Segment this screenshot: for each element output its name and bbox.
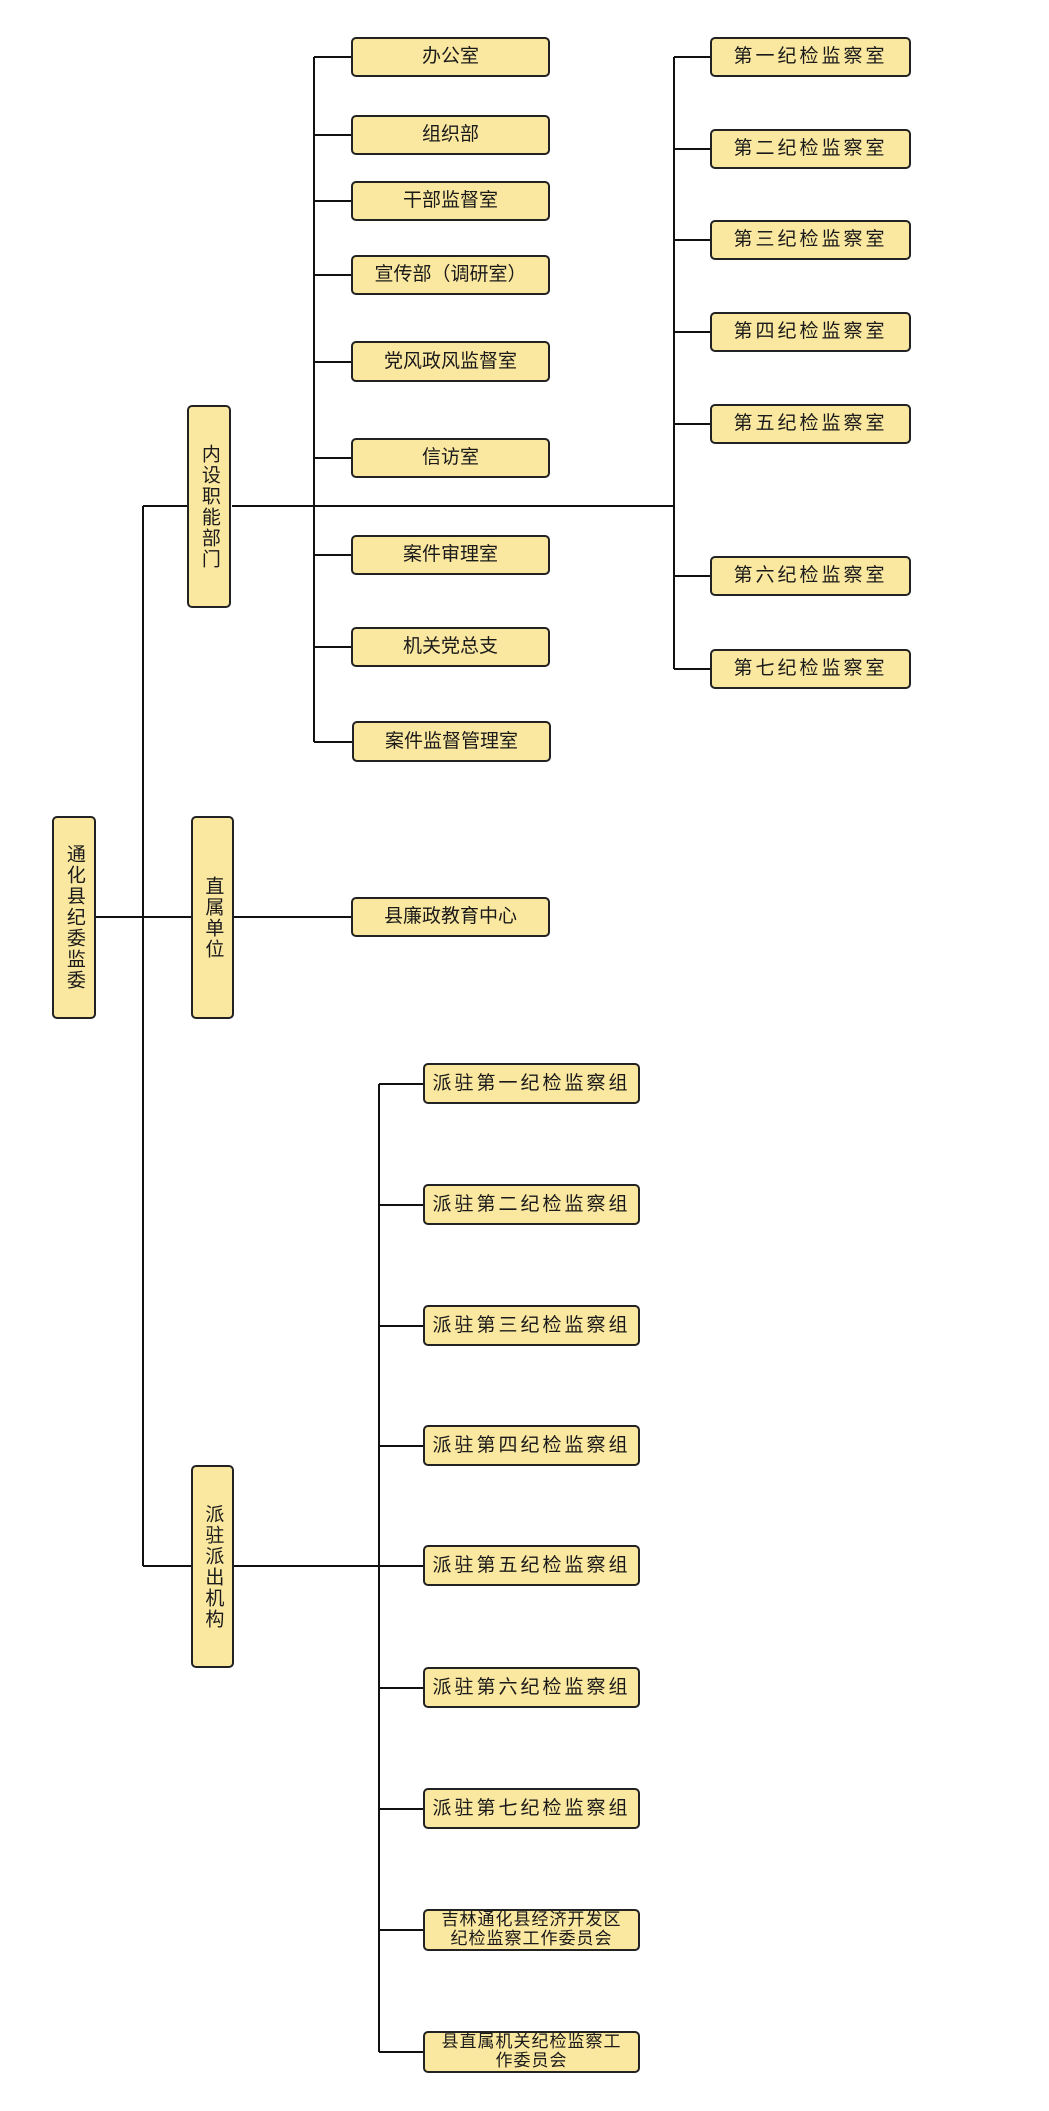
branch-direct-units: 直属单位 — [191, 816, 234, 1019]
room-node: 第五纪检监察室 — [710, 404, 911, 444]
dept-node: 组织部 — [351, 115, 550, 155]
dept-node: 案件监督管理室 — [352, 721, 551, 762]
dispatched-group-node: 派驻第四纪检监察组 — [423, 1425, 640, 1466]
dept-node: 办公室 — [351, 37, 550, 77]
dept-node: 宣传部（调研室） — [351, 255, 550, 295]
dispatched-group-node: 派驻第二纪检监察组 — [423, 1184, 640, 1225]
dispatched-committee-node: 县直属机关纪检监察工作委员会 — [423, 2031, 640, 2073]
root-node: 通化县纪委监委 — [52, 816, 96, 1019]
dept-node: 信访室 — [351, 438, 550, 478]
room-node: 第二纪检监察室 — [710, 129, 911, 169]
dispatched-group-node: 派驻第五纪检监察组 — [423, 1545, 640, 1586]
dept-node: 机关党总支 — [351, 627, 550, 667]
direct-unit-node: 县廉政教育中心 — [351, 897, 550, 937]
room-node: 第一纪检监察室 — [710, 37, 911, 77]
dept-node: 党风政风监督室 — [351, 341, 550, 382]
dept-node: 干部监督室 — [351, 181, 550, 221]
room-node: 第六纪检监察室 — [710, 556, 911, 596]
room-node: 第四纪检监察室 — [710, 312, 911, 352]
branch-internal-departments: 内设职能部门 — [187, 405, 231, 608]
room-node: 第七纪检监察室 — [710, 649, 911, 689]
branch-dispatched-agencies: 派驻派出机构 — [191, 1465, 234, 1668]
dispatched-group-node: 派驻第三纪检监察组 — [423, 1305, 640, 1346]
dispatched-committee-node: 吉林通化县经济开发区纪检监察工作委员会 — [423, 1909, 640, 1951]
dept-node: 案件审理室 — [351, 535, 550, 575]
dispatched-group-node: 派驻第六纪检监察组 — [423, 1667, 640, 1708]
room-node: 第三纪检监察室 — [710, 220, 911, 260]
dispatched-group-node: 派驻第一纪检监察组 — [423, 1063, 640, 1104]
dispatched-group-node: 派驻第七纪检监察组 — [423, 1788, 640, 1829]
